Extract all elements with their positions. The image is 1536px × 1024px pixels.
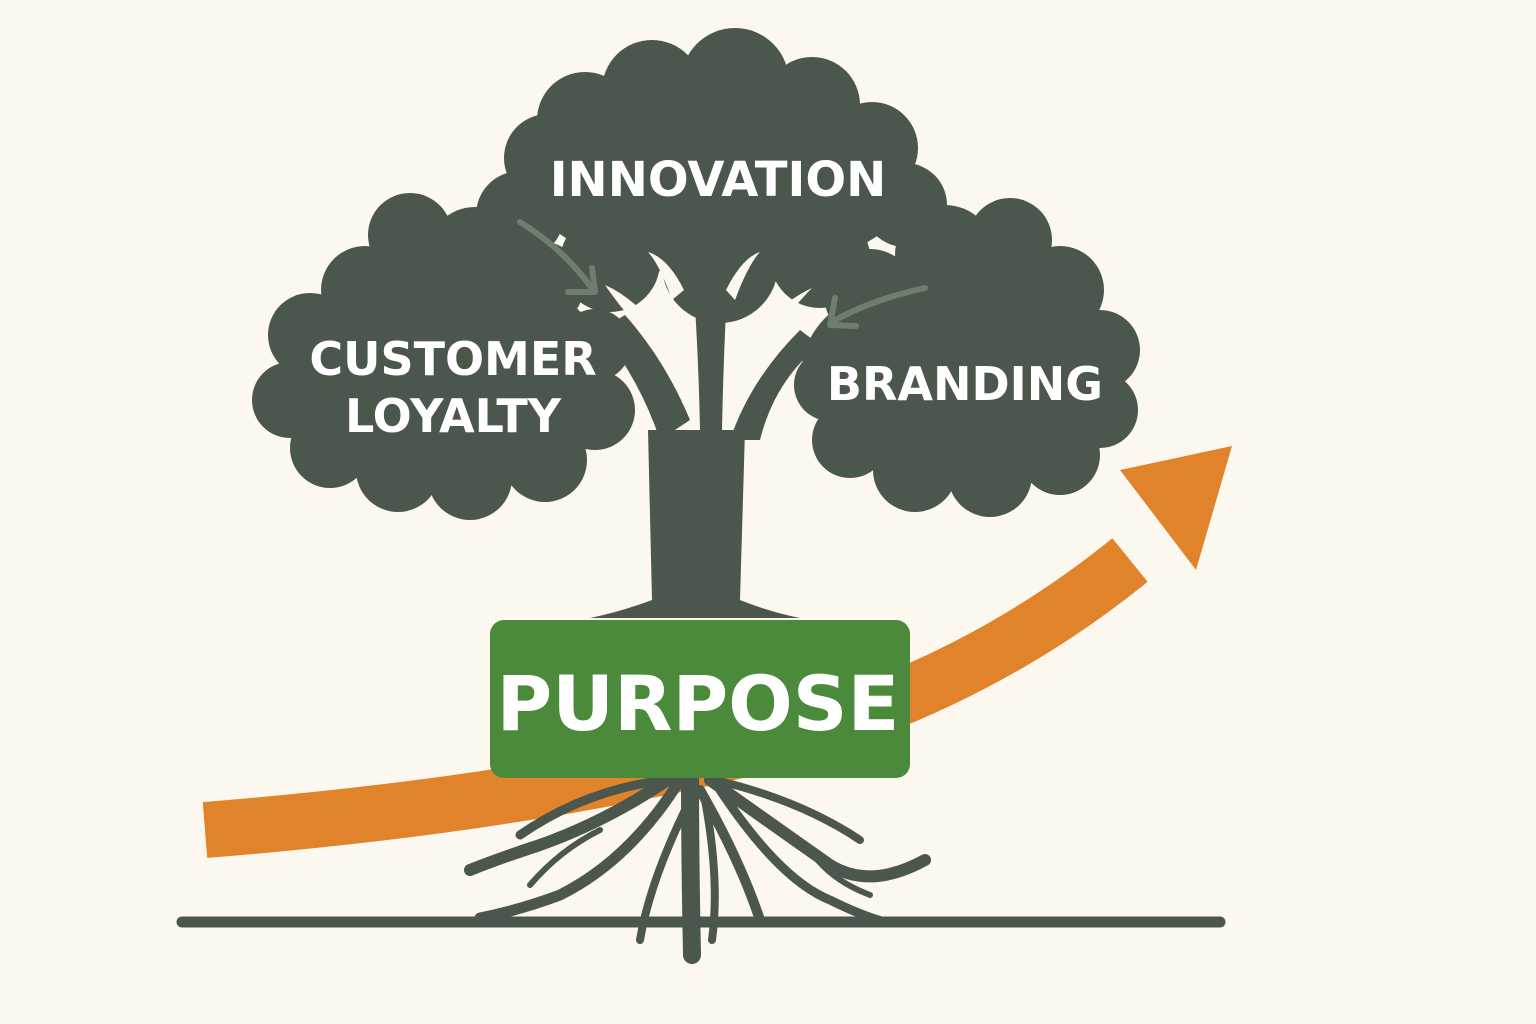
purpose-box <box>490 620 910 778</box>
purpose-label: PURPOSE <box>497 659 900 748</box>
inward-arrow-icon <box>517 219 928 329</box>
customer-loyalty-label-line2: LOYALTY <box>345 389 562 443</box>
branch-gaps <box>605 252 812 330</box>
tree-canopy <box>252 28 1140 520</box>
customer-loyalty-label-line1: CUSTOMER <box>309 332 596 386</box>
tree-roots <box>464 761 931 964</box>
branding-label: BRANDING <box>827 357 1103 411</box>
tree-trunk <box>590 240 820 618</box>
innovation-label: INNOVATION <box>550 152 887 208</box>
